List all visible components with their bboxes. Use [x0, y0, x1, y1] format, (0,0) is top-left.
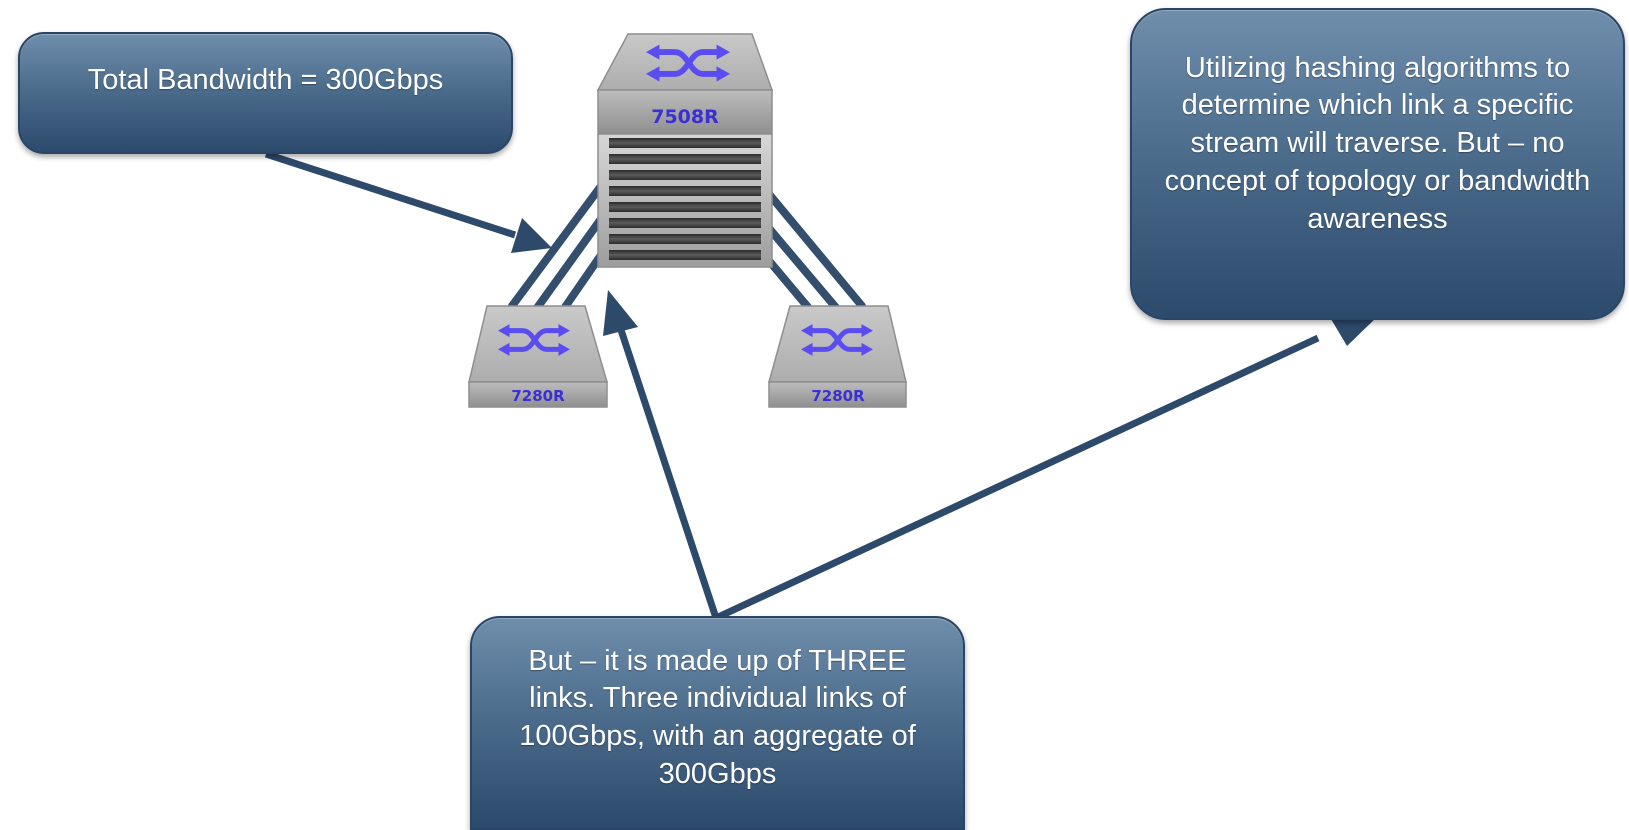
leaf-switch-left: 7280R [468, 305, 608, 408]
leaf-switch-right: 7280R [768, 305, 907, 408]
callout-three-links: But – it is made up of THREE links. Thre… [470, 616, 965, 830]
callout-hashing-algorithms: Utilizing hashing algorithms to determin… [1130, 8, 1625, 320]
connector-hashing [714, 314, 1378, 622]
uplink-left-1 [508, 178, 608, 310]
connector-three-links [603, 290, 720, 620]
uplink-right-1 [760, 184, 866, 310]
connector-total-bandwidth [264, 150, 552, 253]
spine-line-cards [609, 138, 761, 260]
callout-total-bandwidth: Total Bandwidth = 300Gbps [18, 32, 513, 154]
leaf-right-label: 7280R [811, 387, 865, 405]
callout-hashing-text: Utilizing hashing algorithms to determin… [1164, 51, 1591, 235]
spine-switch: 7508R [596, 33, 774, 268]
spine-label: 7508R [651, 106, 719, 128]
callout-total-bandwidth-text: Total Bandwidth = 300Gbps [87, 64, 444, 97]
leaf-left-label: 7280R [511, 387, 565, 405]
uplink-right-2 [758, 216, 842, 314]
callout-three-links-text: But – it is made up of THREE links. Thre… [519, 644, 916, 790]
uplink-left-2 [533, 208, 610, 312]
uplinks-right [756, 184, 866, 316]
